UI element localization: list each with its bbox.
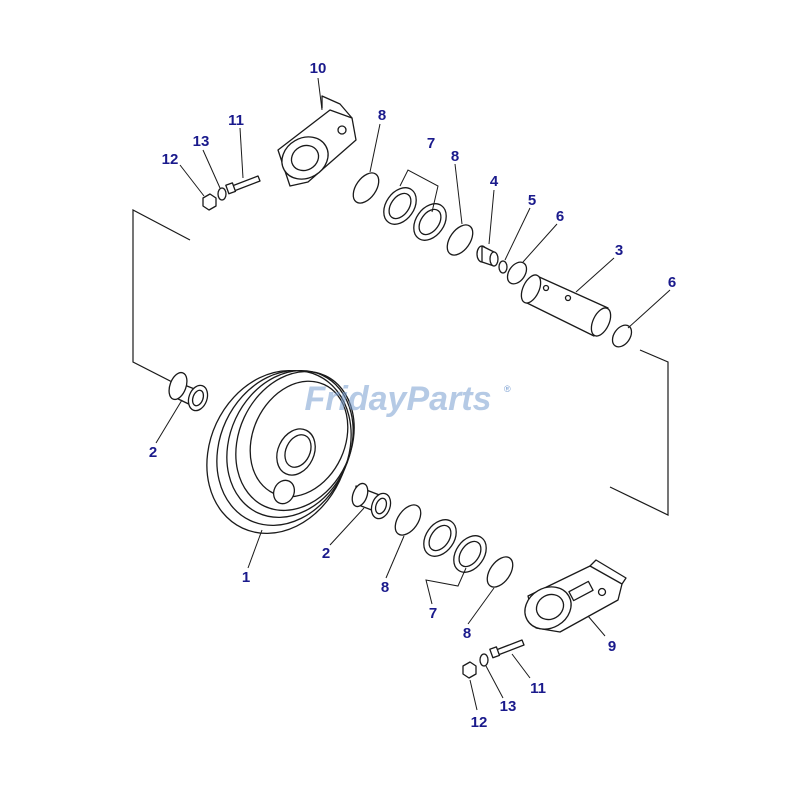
callout-10: 10 [310, 60, 327, 77]
watermark-text-a: Friday [304, 380, 408, 418]
callout-3: 3 [615, 242, 623, 259]
part-3-shaft [520, 274, 612, 337]
part-6-o-ring-a [506, 261, 528, 285]
part-12-nut-lower [462, 661, 477, 679]
part-7-seal-set-lower [423, 519, 487, 573]
callout-13-upper: 13 [193, 133, 210, 150]
watermark-registered-mark: ® [504, 384, 511, 394]
part-5-o-ring [498, 260, 508, 274]
part-2-bushing-left [168, 371, 209, 412]
callout-12-upper: 12 [162, 151, 179, 168]
part-6-o-ring-b [611, 324, 633, 348]
callout-7-lower: 7 [429, 605, 437, 622]
callout-11-upper: 11 [228, 112, 244, 129]
callout-6-a: 6 [556, 208, 564, 225]
callout-labels: 10 11 13 12 8 7 8 4 5 6 3 6 2 2 1 8 7 8 … [149, 60, 676, 731]
callout-1: 1 [242, 569, 250, 586]
part-1-idler-wheel [206, 369, 355, 535]
callout-8-c: 8 [381, 579, 389, 596]
part-8-o-ring-d [486, 556, 514, 588]
callout-13-lower: 13 [500, 698, 517, 715]
part-11-bolt-lower [489, 639, 525, 659]
watermark-text-b: Parts [406, 380, 491, 418]
callout-7-upper: 7 [427, 135, 435, 152]
callout-12-lower: 12 [471, 714, 488, 731]
part-8-o-ring-b [446, 224, 474, 256]
part-11-bolt-upper [225, 175, 261, 195]
part-8-o-ring-c [394, 504, 422, 536]
callout-5: 5 [528, 192, 536, 209]
callout-8-b: 8 [451, 148, 459, 165]
part-10-support-bracket [277, 95, 357, 187]
part-7-seal-set-upper [383, 187, 447, 241]
part-9-support-bracket [524, 559, 627, 633]
callout-4: 4 [490, 173, 499, 190]
callout-8-d: 8 [463, 625, 471, 642]
part-13-washer-lower [479, 653, 489, 667]
callout-2-left: 2 [149, 444, 157, 461]
part-12-nut-upper [202, 193, 217, 211]
leader-lines [155, 77, 671, 711]
svg-text:FridayParts: FridayParts [304, 380, 491, 418]
watermark-logo: FridayParts ® [304, 380, 511, 418]
callout-2-right: 2 [322, 545, 330, 562]
part-8-o-ring-a [352, 172, 380, 204]
callout-11-lower: 11 [530, 680, 546, 697]
callout-9: 9 [608, 638, 616, 655]
part-13-washer-upper [217, 187, 227, 201]
part-2-bushing-right [351, 482, 392, 520]
callout-6-b: 6 [668, 274, 676, 291]
callout-8-a: 8 [378, 107, 386, 124]
assembly-frame [132, 209, 669, 516]
part-4-plug [476, 245, 499, 267]
